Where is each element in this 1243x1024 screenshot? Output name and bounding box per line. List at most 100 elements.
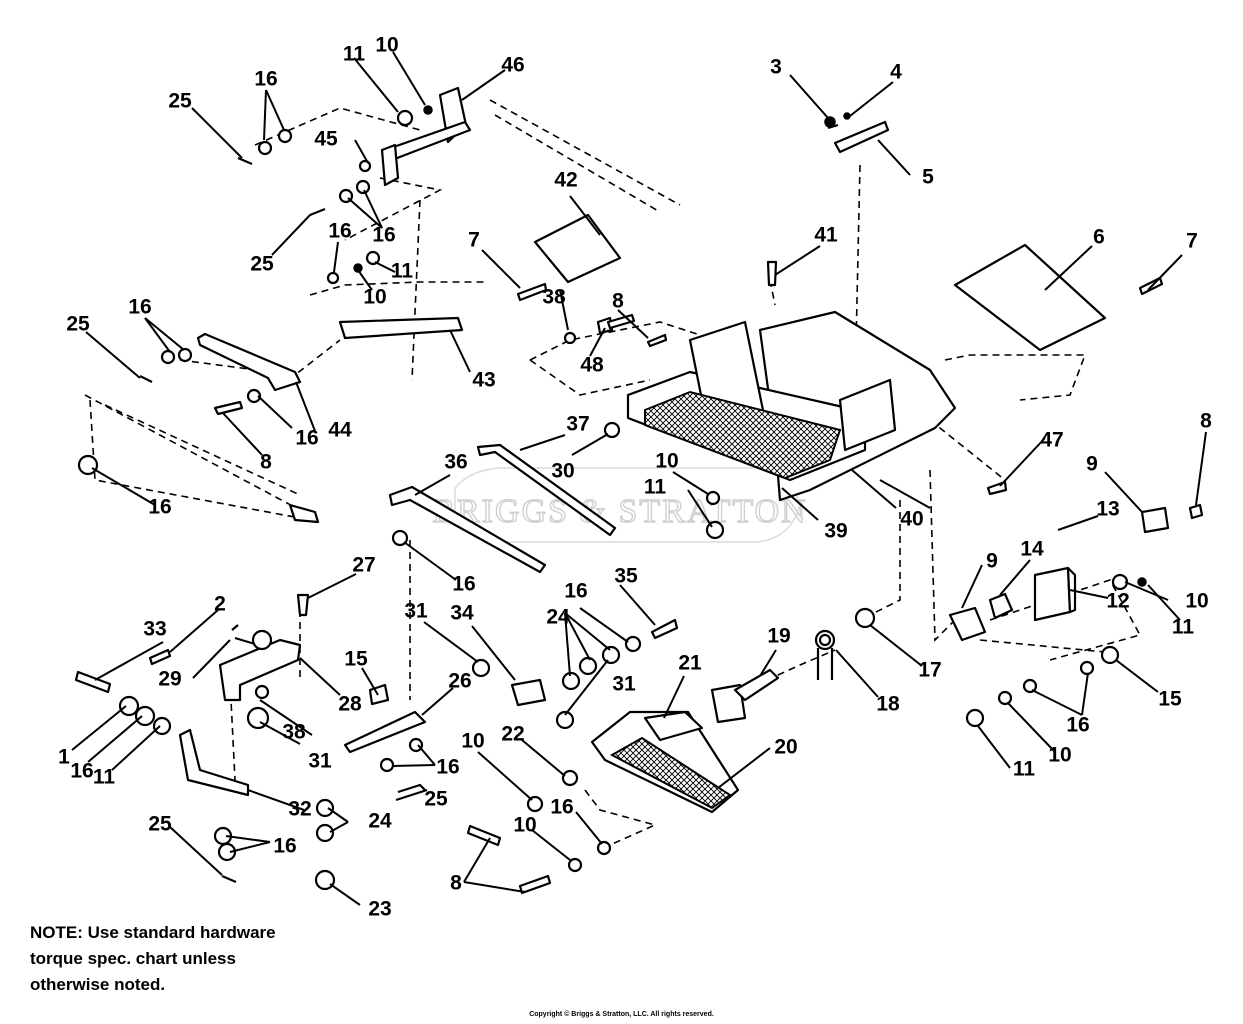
callout-16: 16 bbox=[564, 580, 587, 603]
callout-16: 16 bbox=[128, 296, 151, 319]
part-37-rod bbox=[476, 443, 617, 537]
callout-10: 10 bbox=[375, 34, 398, 57]
callout-38: 38 bbox=[282, 721, 306, 744]
callout-3: 3 bbox=[770, 56, 782, 79]
part-18-spring bbox=[814, 629, 836, 680]
part-14-bushing bbox=[988, 592, 1014, 620]
callout-23: 23 bbox=[368, 898, 391, 921]
hardware-bolts-pins bbox=[74, 123, 1204, 895]
callout-14: 14 bbox=[1020, 538, 1044, 561]
callout-25: 25 bbox=[148, 813, 172, 836]
callout-44: 44 bbox=[328, 419, 352, 442]
callout-25: 25 bbox=[168, 90, 192, 113]
callout-46: 46 bbox=[501, 54, 524, 77]
part-26-bracket bbox=[343, 710, 427, 754]
callout-15: 15 bbox=[1158, 688, 1182, 711]
callout-20: 20 bbox=[774, 736, 797, 759]
callout-2: 2 bbox=[214, 593, 226, 616]
callout-26: 26 bbox=[448, 670, 471, 693]
part-44-bar bbox=[196, 332, 302, 392]
part-34-bracket bbox=[510, 678, 547, 707]
part-28-bracket bbox=[218, 629, 302, 702]
callout-16: 16 bbox=[148, 496, 171, 519]
copyright-text: Copyright © Briggs & Stratton, LLC. All … bbox=[529, 1011, 714, 1018]
part-40-seat-frame bbox=[626, 310, 957, 502]
callout-10: 10 bbox=[1048, 744, 1071, 767]
callout-16: 16 bbox=[70, 760, 93, 783]
part-6-plate bbox=[953, 243, 1107, 352]
callout-27: 27 bbox=[352, 554, 375, 577]
callout-11: 11 bbox=[644, 476, 667, 499]
callout-16: 16 bbox=[550, 796, 573, 819]
callout-4: 4 bbox=[890, 61, 902, 84]
callout-11: 11 bbox=[93, 766, 116, 789]
part-16-rod-left bbox=[84, 394, 320, 524]
callout-41: 41 bbox=[814, 224, 838, 247]
part-12-block bbox=[1033, 566, 1077, 622]
callout-16: 16 bbox=[254, 68, 277, 91]
callout-37: 37 bbox=[566, 413, 589, 436]
callout-16: 16 bbox=[328, 220, 351, 243]
callout-22: 22 bbox=[501, 723, 524, 746]
callout-11: 11 bbox=[1172, 616, 1195, 639]
watermark: BRIGGS & STRATTON bbox=[432, 467, 806, 543]
callout-10: 10 bbox=[513, 814, 536, 837]
part-46-bracket bbox=[380, 86, 472, 187]
callout-7: 7 bbox=[1186, 230, 1198, 253]
note-line: NOTE: Use standard hardware bbox=[30, 923, 276, 942]
callout-6: 6 bbox=[1093, 226, 1105, 249]
callout-21: 21 bbox=[678, 652, 702, 675]
callout-48: 48 bbox=[580, 354, 604, 377]
callout-8: 8 bbox=[450, 872, 462, 895]
callout-45: 45 bbox=[314, 128, 338, 151]
part-9-flange-left bbox=[948, 606, 987, 642]
part-32-bracket bbox=[178, 728, 250, 797]
part-5-strip bbox=[833, 120, 890, 154]
hardware-note: NOTE: Use standard hardware torque spec.… bbox=[30, 920, 320, 998]
callout-8: 8 bbox=[260, 451, 272, 474]
callout-8: 8 bbox=[612, 290, 624, 313]
callout-24: 24 bbox=[368, 810, 392, 833]
callout-34: 34 bbox=[450, 602, 474, 625]
callout-numbers: 1 2 3 4 5 6 7 7 8 8 8 8 9 9 10 10 10 10 … bbox=[58, 34, 1212, 921]
callout-15: 15 bbox=[344, 648, 368, 671]
callout-42: 42 bbox=[554, 169, 577, 192]
part-36-rod bbox=[388, 485, 547, 574]
callout-11: 11 bbox=[1013, 758, 1036, 781]
callout-39: 39 bbox=[824, 520, 847, 543]
callout-16: 16 bbox=[372, 224, 395, 247]
callout-24: 24 bbox=[546, 606, 570, 629]
callout-16: 16 bbox=[452, 573, 475, 596]
callout-10: 10 bbox=[1185, 590, 1208, 613]
callout-43: 43 bbox=[472, 369, 495, 392]
callout-19: 19 bbox=[767, 625, 790, 648]
callout-7: 7 bbox=[468, 229, 480, 252]
callout-29: 29 bbox=[158, 668, 181, 691]
callout-5: 5 bbox=[922, 166, 934, 189]
callout-18: 18 bbox=[876, 693, 900, 716]
callout-31: 31 bbox=[404, 600, 428, 623]
callout-16: 16 bbox=[295, 427, 318, 450]
part-43-bar bbox=[338, 316, 464, 340]
callout-8: 8 bbox=[1200, 410, 1212, 433]
callout-28: 28 bbox=[338, 693, 362, 716]
callout-33: 33 bbox=[143, 618, 166, 641]
callout-30: 30 bbox=[551, 460, 574, 483]
callout-25: 25 bbox=[424, 788, 448, 811]
hardware-washers-nuts bbox=[77, 105, 1147, 891]
callout-16: 16 bbox=[273, 835, 296, 858]
part-19-arm bbox=[710, 668, 780, 724]
note-line: torque spec. chart unless bbox=[30, 949, 236, 968]
callout-32: 32 bbox=[288, 798, 311, 821]
part-42-plate bbox=[533, 213, 622, 284]
callout-10: 10 bbox=[363, 286, 386, 309]
note-line: otherwise noted. bbox=[30, 975, 166, 994]
callout-25: 25 bbox=[250, 253, 274, 276]
callout-12: 12 bbox=[1106, 590, 1129, 613]
part-21-pedal bbox=[590, 710, 740, 814]
callout-11: 11 bbox=[343, 43, 366, 66]
callout-38: 38 bbox=[542, 286, 566, 309]
callout-10: 10 bbox=[655, 450, 678, 473]
callout-31: 31 bbox=[612, 673, 636, 696]
callout-9: 9 bbox=[1086, 453, 1098, 476]
